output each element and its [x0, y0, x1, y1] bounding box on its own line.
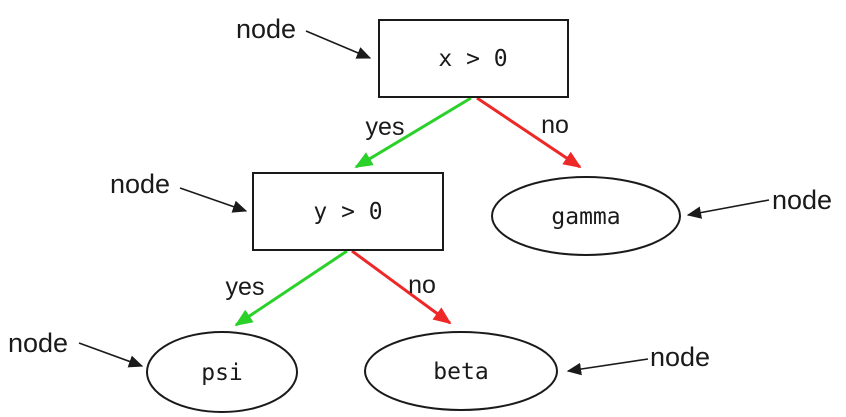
annotation-beta: node — [566, 342, 710, 376]
node-gamma-label: gamma — [551, 204, 620, 230]
node-root: x > 0 — [378, 19, 569, 98]
node-beta: beta — [364, 331, 558, 411]
annotation-psi-arrow — [78, 342, 144, 368]
edge-decision2-no — [351, 249, 452, 325]
edge-label-yes-root: yes — [366, 113, 405, 141]
annotation-psi-label: node — [8, 328, 68, 358]
node-beta-label: beta — [433, 359, 488, 385]
edge-label-yes-decision2: yes — [226, 273, 265, 301]
node-psi: psi — [146, 331, 298, 413]
edge-root-no — [476, 96, 582, 169]
annotation-root: node — [236, 14, 372, 59]
edge-label-no-decision2: no — [408, 271, 436, 299]
annotation-decision2: node — [110, 169, 248, 213]
node-decision2-label: y > 0 — [313, 199, 382, 225]
node-root-label: x > 0 — [438, 46, 507, 72]
node-decision2: y > 0 — [252, 172, 444, 251]
annotation-psi: node — [8, 328, 144, 368]
annotation-gamma-arrow — [686, 199, 770, 219]
annotation-gamma: node — [686, 185, 832, 219]
annotation-decision2-label: node — [110, 169, 170, 199]
annotation-beta-label: node — [650, 342, 710, 372]
annotation-root-arrow — [305, 30, 372, 59]
annotation-beta-arrow — [566, 358, 649, 376]
annotation-gamma-label: node — [772, 185, 832, 215]
edge-label-no-root: no — [541, 111, 569, 139]
annotation-root-label: node — [236, 14, 296, 44]
edge-decision2-yes — [234, 249, 348, 327]
node-gamma: gamma — [491, 176, 681, 256]
edge-root-yes — [354, 96, 472, 169]
node-psi-label: psi — [201, 360, 243, 386]
annotation-decision2-arrow — [179, 187, 248, 213]
